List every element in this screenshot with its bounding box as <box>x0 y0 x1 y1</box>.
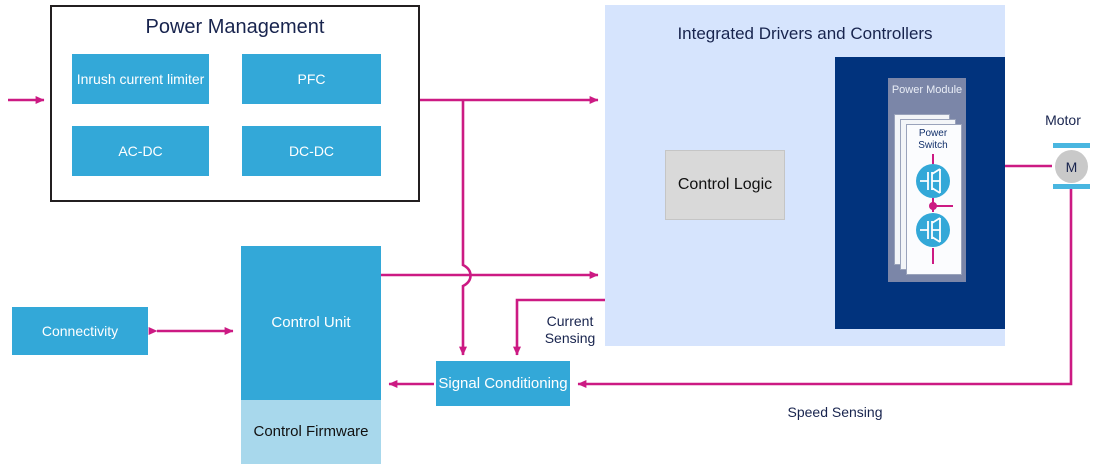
block-signal-conditioning[interactable]: Signal Conditioning <box>436 361 570 406</box>
block-dc-dc[interactable]: DC-DC <box>242 126 381 176</box>
half-bridge-symbol <box>916 154 953 264</box>
block-pfc[interactable]: PFC <box>242 54 381 104</box>
integrated-drivers-title: Integrated Drivers and Controllers <box>677 24 933 43</box>
block-control-unit[interactable]: Control Unit <box>241 246 381 400</box>
label-speed-sensing: Speed Sensing <box>787 404 883 420</box>
motor-terminal-bottom <box>1053 184 1090 189</box>
wire-power-branch-to-signal <box>459 100 472 356</box>
block-connectivity[interactable]: Connectivity <box>12 307 148 355</box>
phase-node-dot <box>929 202 937 210</box>
block-ac-dc[interactable]: AC-DC <box>72 126 209 176</box>
label-current-sensing: Current Sensing <box>544 313 596 346</box>
block-control-firmware[interactable]: Control Firmware <box>241 400 381 464</box>
block-control-logic[interactable]: Control Logic <box>665 150 785 220</box>
motor-terminal-top <box>1053 143 1090 148</box>
block-inrush-current-limiter[interactable]: Inrush current limiter <box>72 54 209 104</box>
power-switch-label: Power Switch <box>918 128 948 152</box>
motor-label: Motor <box>1045 112 1081 128</box>
motor-symbol[interactable]: M <box>1055 150 1088 183</box>
power-module-label: Power Module <box>891 84 963 96</box>
power-management-title: Power Management <box>145 16 325 38</box>
